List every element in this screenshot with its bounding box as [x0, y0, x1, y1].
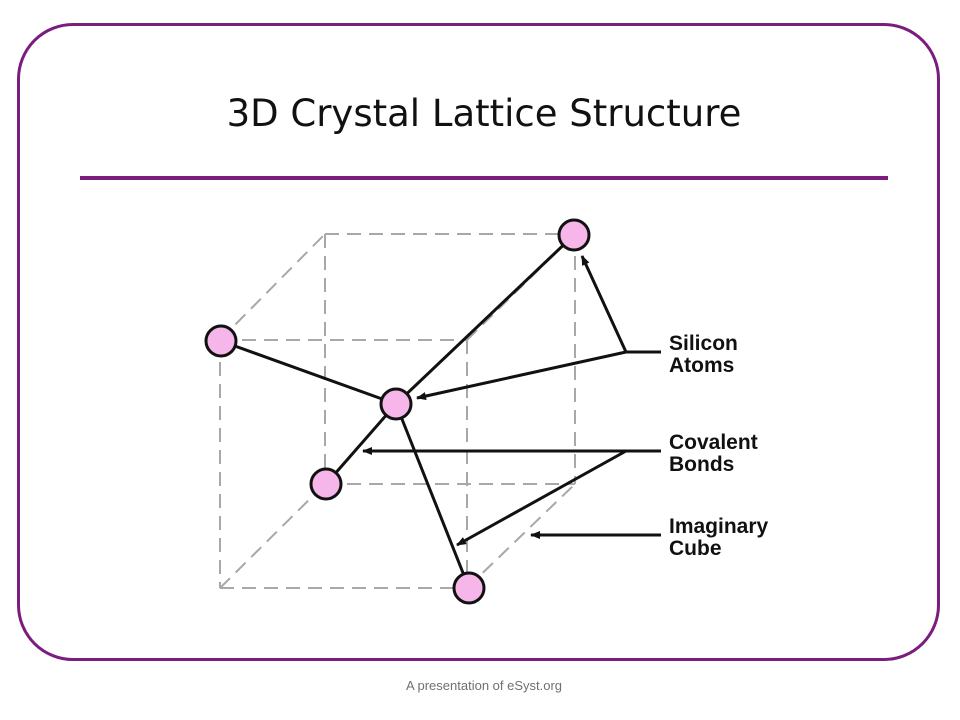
bonds-arrow-lower	[456, 449, 627, 547]
silicon-atom	[557, 218, 591, 252]
label-covalent-line1: Covalent	[669, 431, 758, 454]
title-underline	[80, 176, 888, 180]
bond-line	[394, 403, 471, 589]
cube-edge	[466, 483, 576, 589]
silicon-arrow-up	[580, 255, 628, 353]
label-silicon-line2: Atoms	[669, 354, 734, 377]
silicon-arrow-center	[416, 350, 627, 400]
slide-footer: A presentation of eSyst.org	[405, 678, 563, 693]
label-cube-line2: Cube	[669, 537, 722, 560]
label-covalent-line2: Bonds	[669, 453, 734, 476]
silicon-atoms	[204, 218, 591, 605]
cube-edge	[219, 233, 326, 341]
silicon-atom	[309, 467, 343, 501]
silicon-atom-center	[379, 387, 413, 421]
slide-title: 3D Crystal Lattice Structure	[226, 92, 742, 135]
covalent-bonds	[220, 233, 576, 589]
label-cube-line1: Imaginary	[669, 515, 769, 538]
label-silicon-line1: Silicon	[669, 332, 738, 355]
slide-frame	[17, 23, 940, 661]
silicon-atom	[452, 571, 486, 605]
bond-line	[220, 339, 397, 406]
silicon-atom	[204, 324, 238, 358]
bond-line	[324, 403, 398, 485]
bond-line	[394, 233, 576, 406]
cube-edge	[219, 483, 326, 589]
pointer-arrows	[362, 255, 661, 547]
